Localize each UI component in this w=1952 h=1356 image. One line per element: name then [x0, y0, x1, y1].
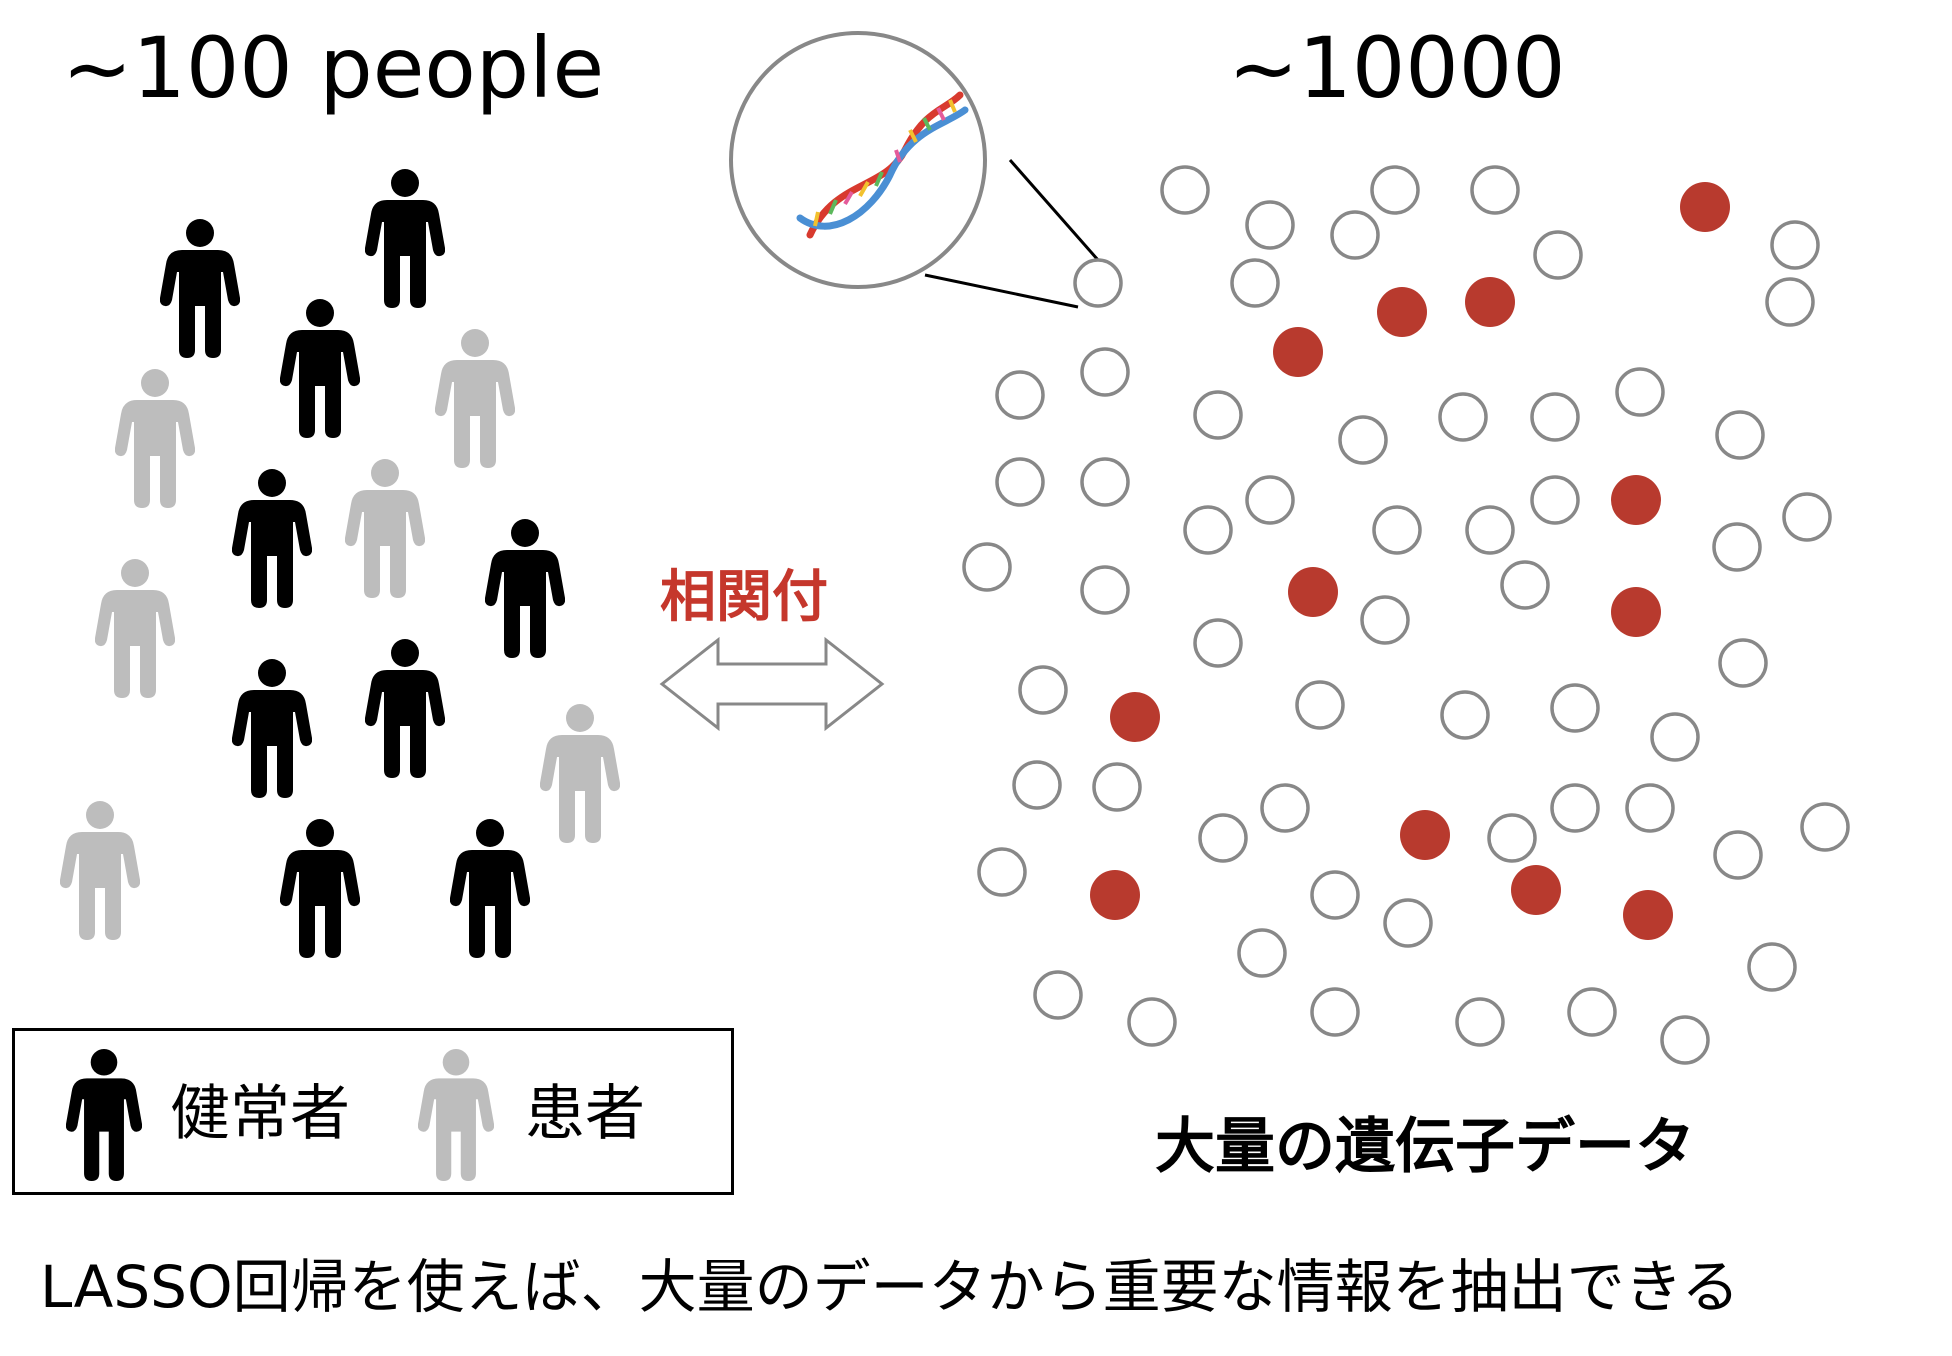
gene-circle — [1310, 987, 1360, 1037]
gene-circle — [1370, 165, 1420, 215]
gene-circle — [1487, 813, 1537, 863]
gene-circle — [1470, 165, 1520, 215]
gene-circle — [1092, 762, 1142, 812]
dna-helix-icon — [796, 91, 969, 239]
correlation-label: 相関付 — [660, 565, 828, 630]
healthy-person-icon — [232, 659, 312, 798]
patient-person-icon — [115, 369, 195, 508]
gene-circle — [1550, 783, 1600, 833]
gene-circle — [977, 847, 1027, 897]
important-gene-circle — [1611, 475, 1661, 525]
gene-circle — [995, 370, 1045, 420]
gene-data-label: 大量の遺伝子データ — [1155, 1112, 1695, 1182]
double-arrow-icon — [659, 636, 885, 732]
gene-circle — [1230, 258, 1280, 308]
gene-circle — [1438, 392, 1488, 442]
gene-circle — [1465, 505, 1515, 555]
healthy-person-icon — [450, 819, 530, 958]
gene-circle — [1372, 505, 1422, 555]
legend-box — [12, 1028, 734, 1195]
gene-circle — [1260, 783, 1310, 833]
gene-circle — [995, 457, 1045, 507]
gene-circle — [1360, 595, 1410, 645]
gene-circle — [1160, 165, 1210, 215]
gene-circle — [1383, 898, 1433, 948]
important-gene-circle — [1377, 287, 1427, 337]
patient-person-icon — [435, 329, 515, 468]
gene-circle — [1800, 802, 1850, 852]
gene-circle — [1080, 457, 1130, 507]
healthy-person-icon — [365, 169, 445, 308]
gene-circle — [1193, 390, 1243, 440]
gene-circle — [1615, 367, 1665, 417]
gene-count-title: ~10000 — [1228, 19, 1566, 117]
gene-circle — [1330, 210, 1380, 260]
gene-circle — [1770, 220, 1820, 270]
gene-circle — [1782, 492, 1832, 542]
dna-magnifier — [729, 31, 1100, 309]
gene-circle — [1567, 987, 1617, 1037]
gene-circle — [1440, 690, 1490, 740]
people-group — [60, 169, 620, 958]
gene-circle — [1018, 665, 1068, 715]
gene-circle — [1713, 830, 1763, 880]
gene-circle — [1338, 415, 1388, 465]
important-gene-circle — [1511, 865, 1561, 915]
gene-circle — [1245, 200, 1295, 250]
gene-circle — [962, 542, 1012, 592]
gene-circle — [1237, 928, 1287, 978]
gene-circle — [1747, 942, 1797, 992]
gene-circle — [1127, 997, 1177, 1047]
important-gene-circle — [1465, 277, 1515, 327]
healthy-person-icon — [280, 819, 360, 958]
patient-person-icon — [345, 459, 425, 598]
important-gene-circle — [1090, 870, 1140, 920]
healthy-person-icon — [160, 219, 240, 358]
gene-circle — [1455, 997, 1505, 1047]
healthy-person-icon — [485, 519, 565, 658]
gene-circle — [1530, 392, 1580, 442]
gene-circle — [1500, 560, 1550, 610]
gene-circle — [1765, 277, 1815, 327]
gene-circle — [1625, 783, 1675, 833]
gene-circle — [1550, 683, 1600, 733]
gene-circle — [1718, 638, 1768, 688]
gene-circle — [1533, 230, 1583, 280]
gene-circle — [1012, 760, 1062, 810]
patient-person-icon — [60, 801, 140, 940]
legend-patient-label: 患者 — [525, 1079, 645, 1149]
gene-circle — [1080, 347, 1130, 397]
patient-person-icon — [95, 559, 175, 698]
gene-circle — [1033, 970, 1083, 1020]
legend-healthy-label: 健常者 — [170, 1079, 350, 1149]
important-gene-circle — [1400, 810, 1450, 860]
gene-circle — [1660, 1015, 1710, 1065]
important-gene-circle — [1273, 327, 1323, 377]
gene-circle — [1295, 680, 1345, 730]
important-gene-circle — [1611, 587, 1661, 637]
gene-circle — [1073, 258, 1123, 308]
gene-circle — [1310, 870, 1360, 920]
gene-circle — [1712, 522, 1762, 572]
gene-circle — [1530, 475, 1580, 525]
caption: LASSO回帰を使えば、大量のデータから重要な情報を抽出できる — [40, 1253, 1740, 1321]
gene-circle — [1650, 712, 1700, 762]
gene-circle — [1198, 813, 1248, 863]
gene-circle — [1080, 565, 1130, 615]
gene-circle — [1183, 505, 1233, 555]
healthy-person-icon — [365, 639, 445, 778]
healthy-person-icon — [280, 299, 360, 438]
patient-person-icon — [540, 704, 620, 843]
people-count-title: ~100 people — [62, 19, 605, 117]
important-gene-circle — [1288, 567, 1338, 617]
important-gene-circle — [1623, 890, 1673, 940]
gene-circle — [1193, 618, 1243, 668]
important-gene-circle — [1110, 692, 1160, 742]
gene-circle — [1245, 475, 1295, 525]
gene-circle — [1715, 410, 1765, 460]
gene-circle-group — [962, 165, 1850, 1065]
important-gene-circle — [1680, 182, 1730, 232]
healthy-person-icon — [232, 469, 312, 608]
